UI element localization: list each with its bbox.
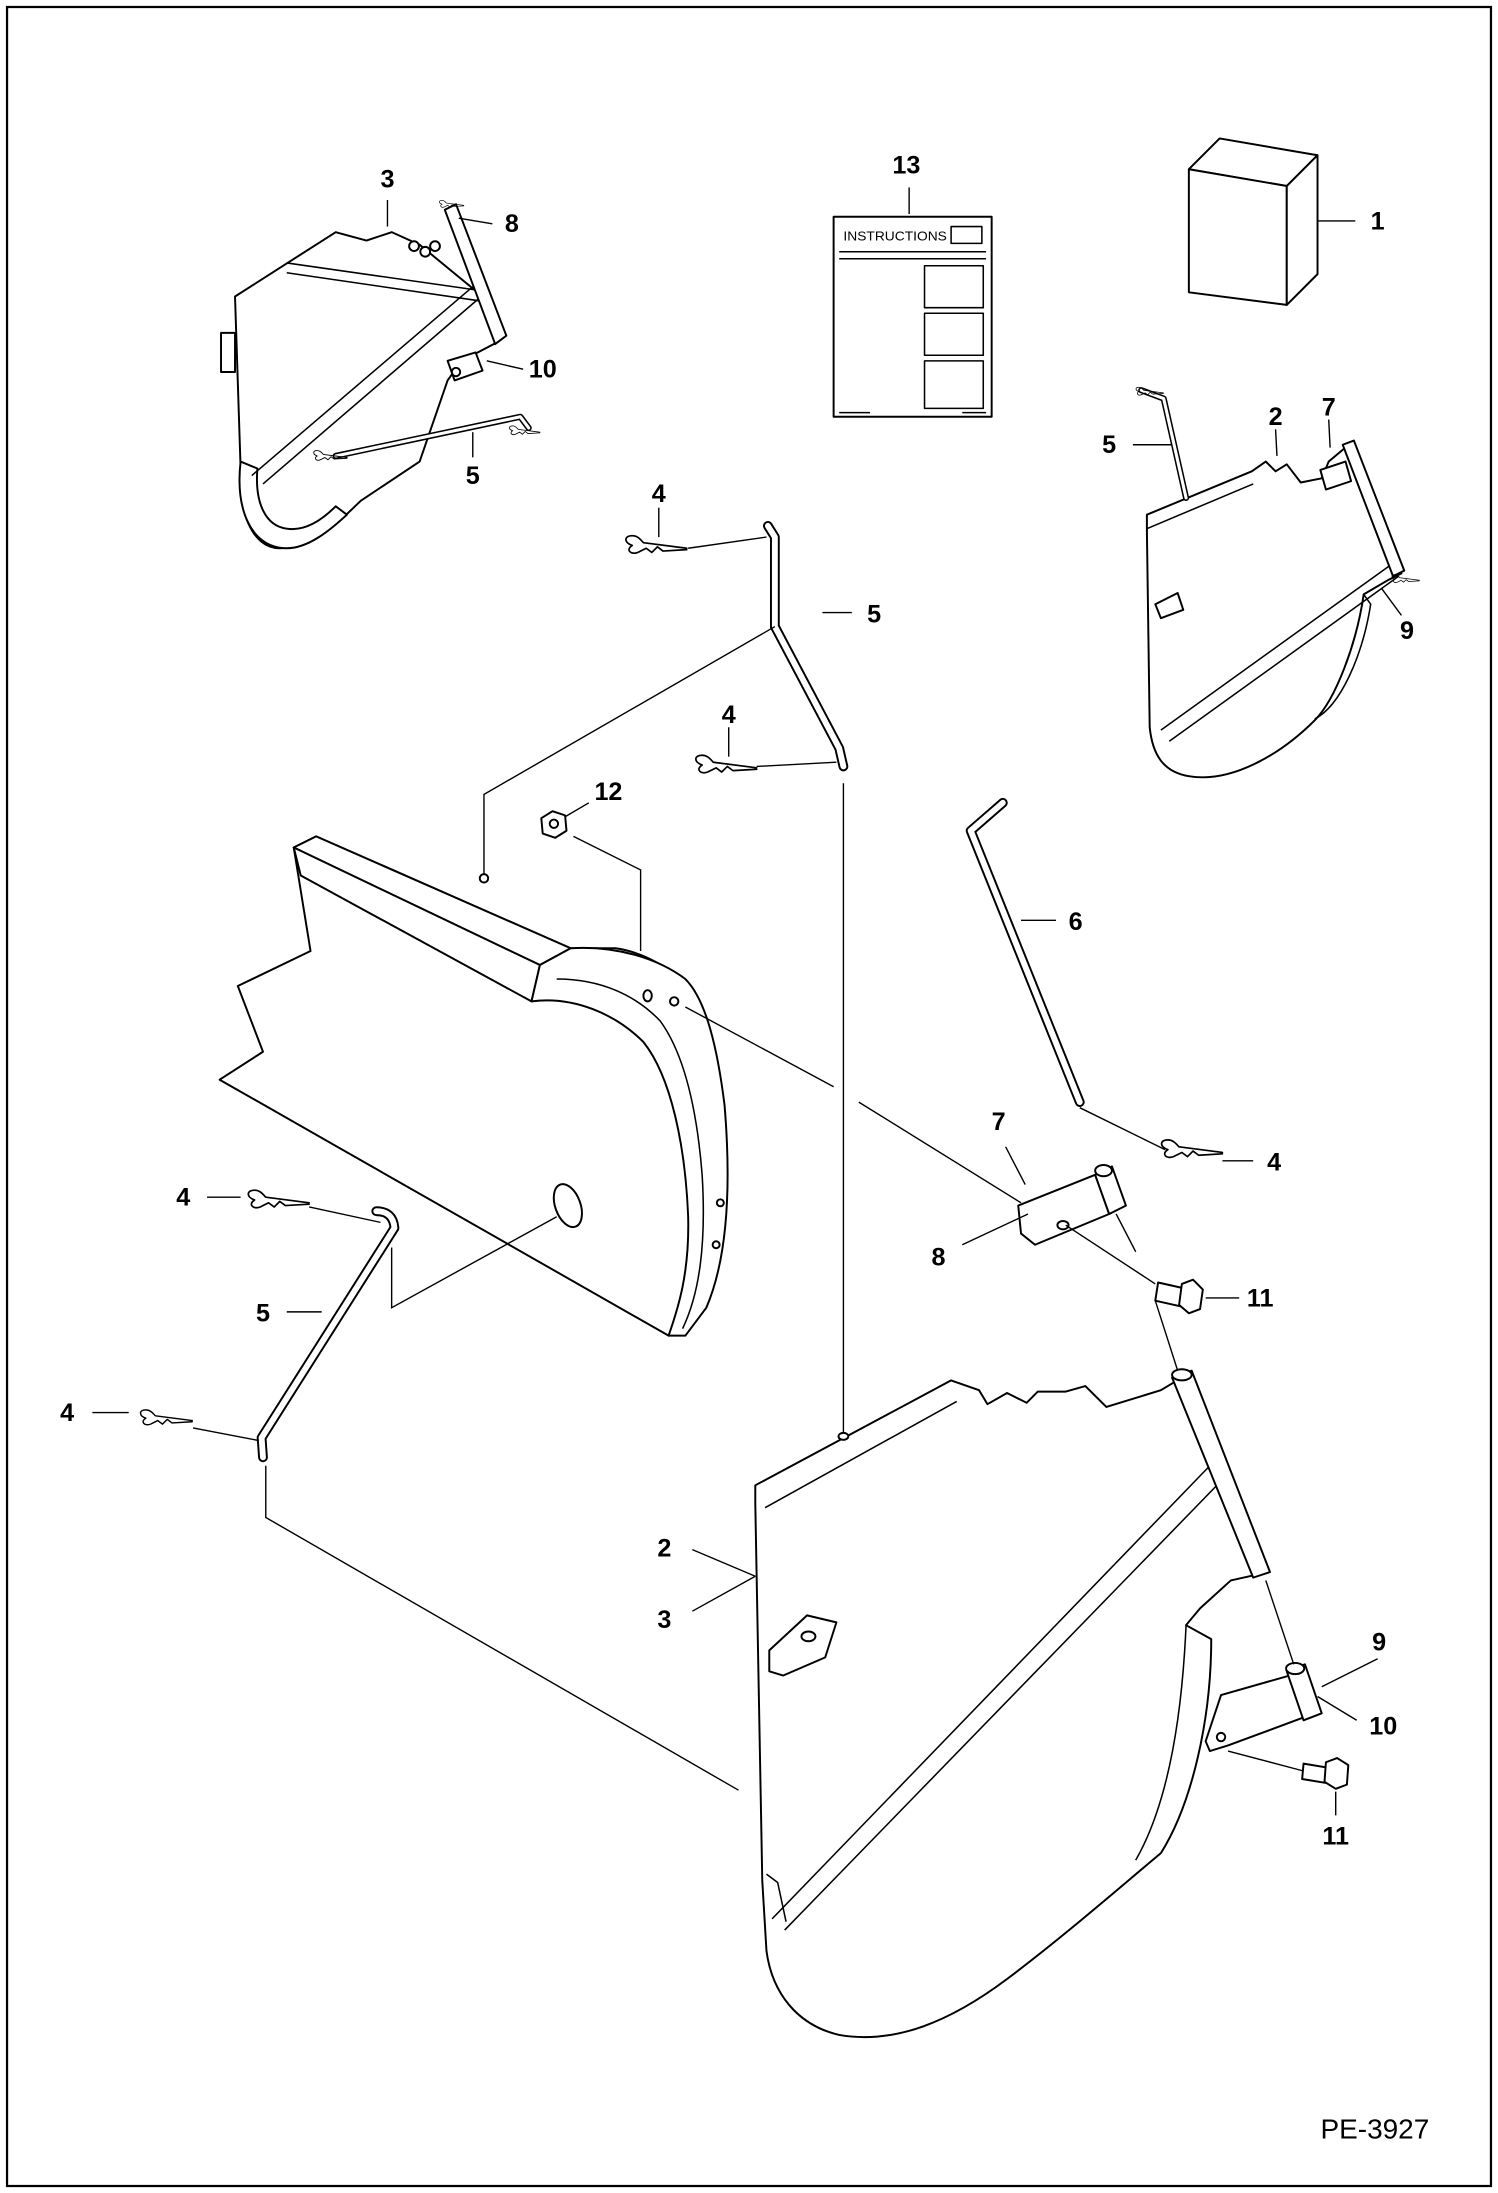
hex-bolt xyxy=(1154,1278,1204,1315)
callout-label: 4 xyxy=(722,701,736,729)
nut-cluster xyxy=(408,240,441,258)
callout-label: 11 xyxy=(1322,1823,1349,1851)
lock-nut xyxy=(540,810,568,839)
callout-label: 5 xyxy=(466,462,480,490)
mounting-frame xyxy=(218,835,729,1337)
callout-label: 9 xyxy=(1372,1628,1386,1656)
callout-label: 2 xyxy=(657,1535,671,1563)
booklet-title: INSTRUCTIONS xyxy=(843,230,946,244)
kit-box xyxy=(1187,137,1319,306)
inset-left-assembly xyxy=(220,199,541,550)
inset-right-leaders xyxy=(1132,419,1403,616)
callout-label: 7 xyxy=(992,1108,1006,1136)
callout-label: 4 xyxy=(176,1184,190,1212)
callout-label: 8 xyxy=(505,210,519,238)
pivot-bracket xyxy=(1204,1661,1323,1753)
callout-label: 4 xyxy=(60,1399,74,1427)
callout-label: 2 xyxy=(1269,403,1283,431)
assembly-lines xyxy=(192,536,1303,1791)
callout-leaders xyxy=(92,507,1378,1816)
access-hole xyxy=(552,1183,583,1229)
callout-label: 12 xyxy=(594,778,622,806)
latch-rod xyxy=(965,797,1085,1107)
drawing-number: PE-3927 xyxy=(1320,2113,1429,2144)
inset-left-leaders xyxy=(386,199,524,458)
callout-label: 7 xyxy=(1322,393,1336,421)
callout-label: 5 xyxy=(867,600,881,628)
callout-label: 13 xyxy=(892,151,920,179)
callout-label: 10 xyxy=(1369,1712,1397,1740)
callout-label: 10 xyxy=(529,356,557,384)
hex-bolt xyxy=(1301,1757,1350,1790)
callout-label: 4 xyxy=(1267,1149,1281,1177)
callout-label: 11 xyxy=(1247,1284,1274,1312)
inset-right-assembly xyxy=(1135,386,1420,779)
instructions-booklet: INSTRUCTIONS xyxy=(832,215,993,418)
callout-label: 3 xyxy=(380,165,394,193)
callout-label: 9 xyxy=(1400,617,1414,645)
callout-label: 6 xyxy=(1069,908,1083,936)
support-rod xyxy=(256,1206,400,1463)
callout-label: 5 xyxy=(1102,431,1116,459)
shield-plate xyxy=(754,1368,1271,2039)
callout-label: 8 xyxy=(932,1244,946,1272)
callout-label: 3 xyxy=(657,1606,671,1634)
callout-label: 5 xyxy=(256,1300,270,1328)
callout-label: 1 xyxy=(1371,207,1385,235)
callout-label: 4 xyxy=(652,480,666,508)
